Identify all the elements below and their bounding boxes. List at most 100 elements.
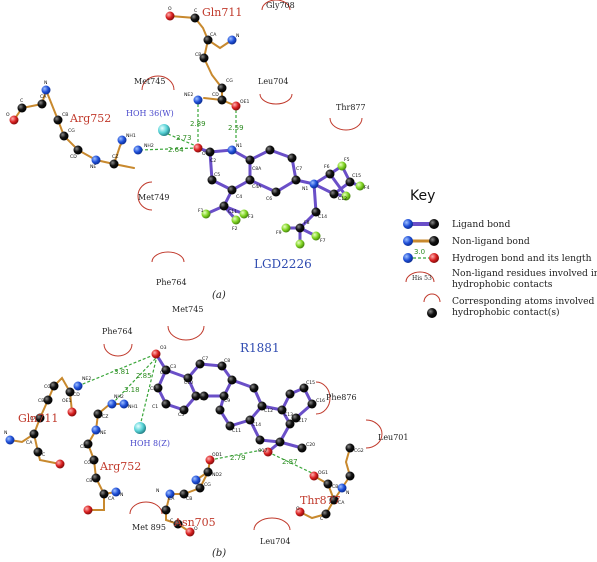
svg-text:N: N	[346, 490, 349, 496]
svg-text:C2: C2	[150, 386, 156, 392]
panel-a-gln711-bonds	[169, 15, 237, 107]
panel-b-water	[134, 422, 146, 434]
hydrophobic-label: Met745	[172, 305, 203, 314]
svg-text:C14: C14	[318, 214, 327, 220]
svg-text:C9: C9	[224, 398, 230, 404]
svg-text:C: C	[194, 8, 197, 14]
svg-text:C6: C6	[266, 196, 272, 202]
hydrophobic-label: Phe764	[156, 278, 187, 287]
svg-text:2.89: 2.89	[190, 120, 206, 128]
panel-b-distances: 3.81 2.85 3.18 2.79 2.87	[114, 368, 298, 466]
svg-text:C4A: C4A	[252, 184, 262, 190]
svg-text:C15: C15	[352, 173, 361, 179]
key-hydrophobic-residue: His 53 Non-ligand residues involved in h…	[405, 268, 597, 290]
svg-text:NH2: NH2	[114, 394, 124, 400]
svg-text:CB: CB	[86, 478, 92, 484]
water-label: HOH 8(Z)	[130, 439, 170, 448]
panel-b-labels: Gln711 Arg752 Asn705 Thr877 Phe764 Met74…	[18, 305, 408, 559]
hydrophobic-label: Phe764	[102, 327, 133, 336]
svg-text:CB: CB	[195, 52, 201, 58]
svg-text:N: N	[120, 492, 123, 498]
svg-text:NH2: NH2	[144, 143, 154, 149]
svg-text:F2: F2	[232, 226, 238, 232]
svg-text:2.79: 2.79	[230, 454, 246, 462]
panel-a-water	[158, 124, 170, 136]
svg-text:O: O	[168, 6, 172, 12]
svg-text:F3: F3	[248, 214, 254, 220]
svg-text:C4: C4	[160, 370, 166, 376]
hydrophobic-label: Leu704	[258, 77, 288, 86]
svg-text:C14: C14	[252, 422, 261, 428]
panel-caption: (a)	[212, 290, 226, 301]
svg-text:F4: F4	[364, 185, 370, 191]
svg-text:C20: C20	[306, 442, 315, 448]
panel-a: O C CA N CB CG CD NE2 OE1 O C CA N CB CG…	[6, 0, 370, 301]
svg-text:F7: F7	[320, 238, 326, 244]
panel-b-atom-labels: OE1 CD NE2 CG CB CA N CA C NH2 NH1 CZ NE…	[4, 345, 364, 532]
water-label: HOH 36(W)	[126, 109, 174, 118]
svg-text:CA: CA	[40, 94, 47, 100]
arc-met749	[137, 181, 153, 211]
svg-text:Hydrogen bond and its length: Hydrogen bond and its length	[452, 253, 592, 264]
svg-text:C: C	[320, 516, 323, 522]
arc-phe876	[315, 381, 331, 415]
panel-a-atom-labels: O C CA N CB CG CD NE2 OE1 O C CA N CB CG…	[6, 6, 370, 244]
arc-leu701	[365, 419, 383, 449]
svg-text:C12: C12	[338, 196, 347, 202]
key-ligand-bond: Ligand bond	[403, 219, 510, 230]
arc-phe764	[151, 251, 185, 263]
svg-text:NE2: NE2	[82, 376, 91, 382]
svg-text:Ligand bond: Ligand bond	[452, 219, 510, 230]
svg-text:CG: CG	[68, 128, 75, 134]
arc-met895	[129, 501, 163, 515]
svg-text:CA: CA	[210, 32, 217, 38]
svg-text:N: N	[236, 33, 239, 39]
svg-text:Non-ligand residues involved i: Non-ligand residues involved in hydropho…	[452, 268, 597, 290]
panel-caption: (b)	[212, 548, 226, 559]
svg-text:F1: F1	[198, 208, 204, 214]
key-hydrogen-bond: 3.0 Hydrogen bond and its length	[403, 248, 592, 264]
svg-text:2.85: 2.85	[136, 372, 152, 380]
svg-text:C3: C3	[170, 364, 176, 370]
svg-text:2.73: 2.73	[176, 134, 192, 142]
svg-text:CD: CD	[80, 444, 87, 450]
svg-text:CZ: CZ	[112, 154, 118, 160]
svg-text:NH1: NH1	[128, 404, 138, 410]
svg-text:O: O	[6, 112, 10, 118]
svg-text:CA: CA	[338, 500, 345, 506]
svg-text:C8: C8	[224, 358, 230, 364]
svg-text:NE: NE	[90, 164, 96, 170]
ligand-label: LGD2226	[254, 257, 312, 271]
svg-text:CB: CB	[332, 484, 338, 490]
svg-text:C13: C13	[284, 412, 293, 418]
svg-text:His 53: His 53	[412, 275, 432, 282]
svg-text:C6: C6	[200, 396, 206, 402]
svg-text:NE2: NE2	[184, 92, 193, 98]
hydrophobic-label: Met 895	[132, 523, 166, 532]
panel-b-hydrophobic-arcs	[103, 325, 383, 531]
residue-label: Arg752	[99, 460, 141, 473]
svg-text:CG: CG	[204, 482, 211, 488]
svg-text:2.59: 2.59	[228, 124, 244, 132]
svg-text:CZ: CZ	[102, 414, 108, 420]
svg-text:CA: CA	[168, 496, 175, 502]
svg-text:C2: C2	[210, 158, 216, 164]
svg-text:C: C	[20, 98, 23, 104]
panel-b-hbonds	[77, 353, 315, 475]
svg-text:O: O	[194, 526, 198, 532]
svg-text:2.64: 2.64	[168, 146, 184, 154]
svg-text:ND2: ND2	[212, 472, 222, 478]
svg-text:CG2: CG2	[354, 448, 364, 454]
svg-text:3.81: 3.81	[114, 368, 130, 376]
svg-text:CA: CA	[26, 440, 33, 446]
svg-text:C15: C15	[306, 380, 315, 386]
svg-text:OG1: OG1	[318, 470, 328, 476]
svg-text:F6: F6	[324, 164, 330, 170]
svg-text:CD: CD	[70, 154, 77, 160]
panel-a-hbonds	[139, 104, 237, 151]
svg-text:C5: C5	[214, 172, 220, 178]
svg-text:O: O	[296, 506, 300, 512]
panel-a-labels: Gln711 Arg752 Gly708 Met745 Leu704 Thr87…	[69, 1, 366, 301]
key-nonligand-bond: Non-ligand bond	[403, 236, 530, 247]
